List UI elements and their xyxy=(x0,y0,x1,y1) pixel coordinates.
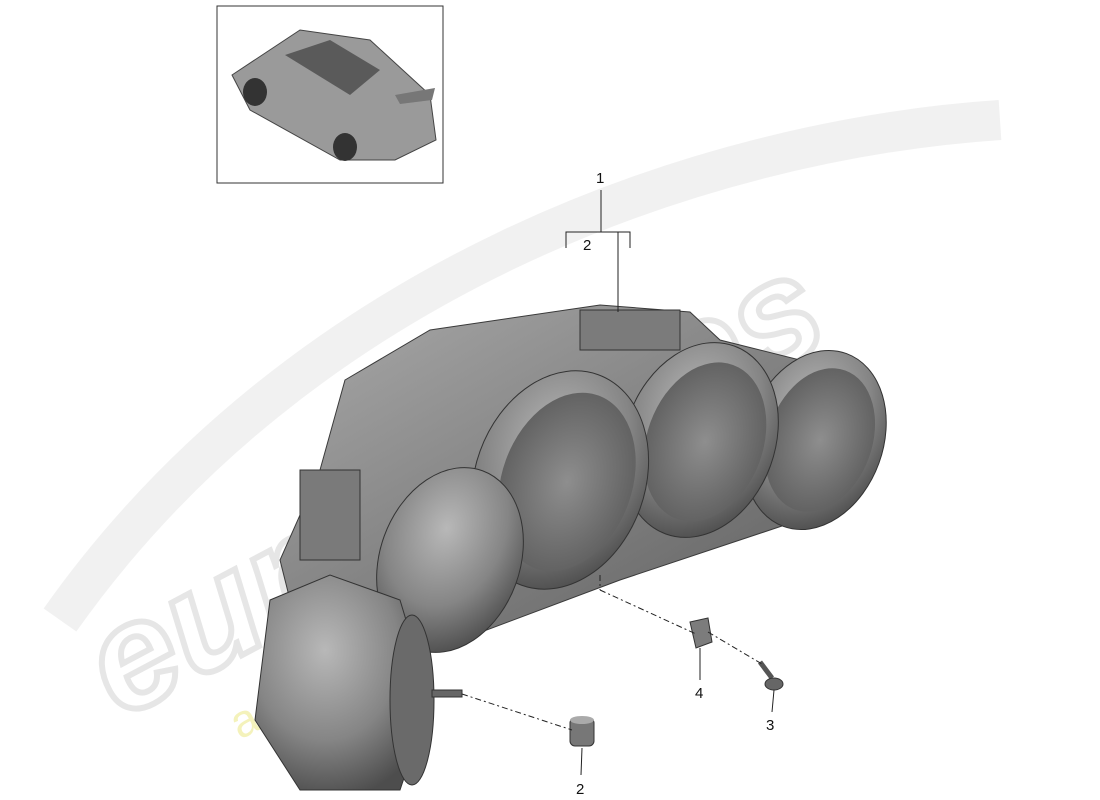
callout-2-bracket[interactable]: 2 xyxy=(583,237,591,254)
screw-part[interactable] xyxy=(758,660,784,691)
instrument-cluster[interactable] xyxy=(254,304,910,791)
vehicle-thumbnail[interactable] xyxy=(216,5,444,184)
car-overview-icon xyxy=(231,29,437,161)
clip-nut-part[interactable] xyxy=(689,617,713,649)
callout-2[interactable]: 2 xyxy=(576,781,584,798)
callout-4[interactable]: 4 xyxy=(695,685,703,702)
callout-1[interactable]: 1 xyxy=(596,170,604,187)
bulb-holder-part[interactable] xyxy=(569,716,595,747)
callout-3[interactable]: 3 xyxy=(766,717,774,734)
connector-pin xyxy=(431,689,463,698)
leader-lines xyxy=(461,190,775,776)
